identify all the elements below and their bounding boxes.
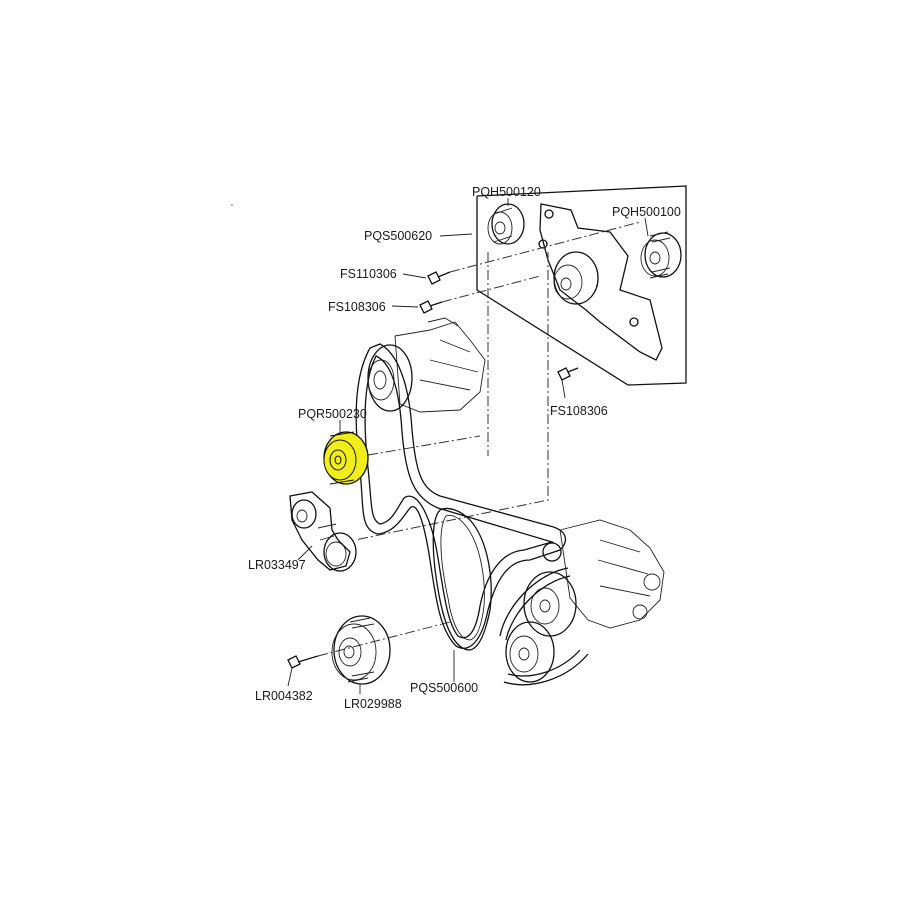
leader-lines — [287, 198, 649, 694]
tensioner-lr033497[interactable] — [289, 491, 357, 572]
inset-box — [476, 185, 687, 386]
label-pqs500620[interactable]: PQS500620 — [364, 229, 432, 243]
bolt-lr004382[interactable] — [287, 655, 319, 669]
label-pqr500230[interactable]: PQR500230 — [298, 407, 367, 421]
label-pqh500120[interactable]: PQH500120 — [472, 185, 541, 199]
pulley-lr029988[interactable] — [331, 615, 391, 685]
assembly-lines — [317, 221, 641, 657]
label-pqh500100[interactable]: PQH500100 — [612, 205, 681, 219]
pulley-pqr500230-highlighted[interactable] — [323, 431, 369, 485]
water-pump-assembly[interactable] — [499, 519, 665, 686]
label-fs108306-right[interactable]: FS108306 — [550, 404, 608, 418]
pulley-pqh500100[interactable] — [640, 231, 682, 279]
drive-belt-pqs500600[interactable] — [355, 343, 567, 651]
label-fs110306[interactable]: FS110306 — [340, 267, 397, 281]
label-lr004382[interactable]: LR004382 — [255, 689, 313, 703]
label-lr033497[interactable]: LR033497 — [248, 558, 306, 572]
tensioner-bracket[interactable] — [538, 203, 663, 361]
bolt-fs108306-right[interactable] — [557, 367, 579, 381]
bolt-fs110306[interactable] — [427, 271, 451, 285]
pulley-pqh500120[interactable] — [487, 203, 525, 245]
label-lr029988[interactable]: LR029988 — [344, 697, 402, 711]
stray-mark — [231, 204, 233, 206]
part-labels: PQH500120 PQH500100 PQS500620 FS110306 F… — [248, 185, 681, 711]
label-fs108306-upper[interactable]: FS108306 — [328, 300, 386, 314]
label-pqs500600[interactable]: PQS500600 — [410, 681, 478, 695]
bolt-fs108306-upper[interactable] — [419, 300, 443, 314]
